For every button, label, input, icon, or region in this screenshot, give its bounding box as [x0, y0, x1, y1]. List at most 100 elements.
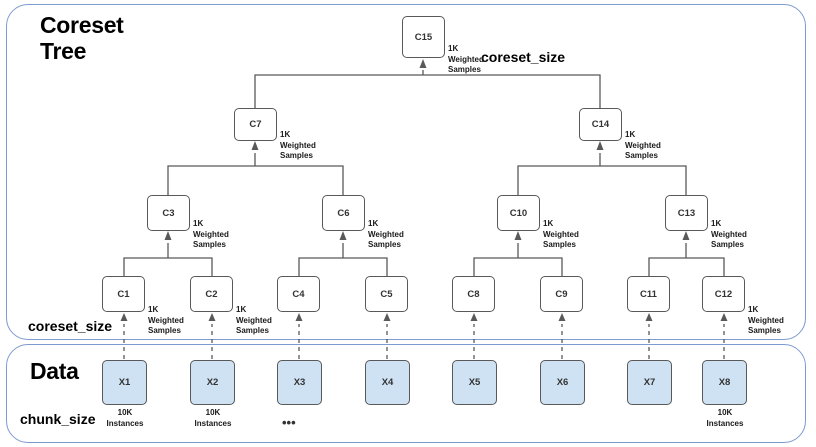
ws-count: 1K [711, 219, 722, 228]
annotation-c15-weighted-samples: 1K Weighted Samples [448, 44, 484, 76]
ws-count: 1K [625, 130, 636, 139]
node-c7-label: C7 [249, 119, 262, 130]
node-c8[interactable]: C8 [452, 276, 495, 312]
chunk-x7-label: X7 [643, 377, 656, 388]
coreset-size-label-top: coreset_size [481, 49, 566, 65]
node-c6[interactable]: C6 [322, 195, 365, 231]
chunk-x6-label: X6 [556, 377, 569, 388]
node-c12-label: C12 [714, 288, 733, 300]
chunk-x3[interactable]: X3 [277, 360, 322, 405]
chunk-x5-label: X5 [468, 377, 481, 388]
node-c11[interactable]: C11 [627, 276, 670, 312]
annotation-c2-weighted-samples: 1K Weighted Samples [236, 305, 272, 337]
node-c15-label: C15 [414, 31, 433, 43]
ws-line1: Weighted [236, 315, 272, 325]
node-c3[interactable]: C3 [147, 195, 190, 231]
ws-line2: Samples [236, 326, 269, 335]
ws-line2: Samples [448, 65, 481, 74]
node-c10-label: C10 [509, 207, 528, 219]
ws-count: 1K [193, 219, 204, 228]
node-c15[interactable]: C15 [402, 16, 445, 58]
ws-line1: Weighted [448, 54, 484, 64]
node-c4[interactable]: C4 [277, 276, 320, 312]
ws-line1: Weighted [368, 229, 404, 239]
node-c10[interactable]: C10 [497, 195, 540, 231]
node-c14[interactable]: C14 [579, 108, 622, 141]
node-c13[interactable]: C13 [665, 195, 708, 231]
chunk-x1-label: X1 [118, 377, 131, 388]
node-c1-label: C1 [117, 288, 130, 300]
node-c1[interactable]: C1 [102, 276, 145, 312]
annotation-c12-weighted-samples: 1K Weighted Samples [748, 305, 784, 337]
ws-line1: Weighted [148, 315, 184, 325]
ws-line1: Weighted [711, 229, 747, 239]
node-c7[interactable]: C7 [234, 108, 277, 141]
chunk-x4-label: X4 [381, 377, 394, 388]
chunk-x3-label: X3 [293, 377, 306, 388]
data-panel-title: Data [30, 358, 79, 384]
ws-line1: Weighted [625, 140, 661, 150]
ws-line1: Weighted [193, 229, 229, 239]
ws-line2: Samples [625, 151, 658, 160]
ws-count: 1K [748, 305, 759, 314]
node-c11-label: C11 [640, 288, 657, 300]
instances-count: 10K [717, 408, 733, 417]
ws-line2: Samples [148, 326, 181, 335]
tree-title-line1: Coreset [40, 12, 124, 38]
node-c8-label: C8 [467, 288, 480, 300]
tree-title-line2: Tree [40, 38, 87, 64]
instances-count: 10K [117, 408, 133, 417]
annotation-c13-weighted-samples: 1K Weighted Samples [711, 219, 747, 251]
chunk-x5[interactable]: X5 [452, 360, 497, 405]
annotation-x8-instances: 10K Instances [696, 408, 754, 429]
ws-count: 1K [448, 44, 459, 53]
annotation-x2-instances: 10K Instances [184, 408, 242, 429]
annotation-c10-weighted-samples: 1K Weighted Samples [543, 219, 579, 251]
node-c9-label: C9 [555, 288, 568, 300]
ellipsis-label: ••• [282, 415, 296, 430]
instances-word: Instances [706, 418, 744, 428]
instances-count: 10K [205, 408, 221, 417]
node-c9[interactable]: C9 [540, 276, 583, 312]
chunk-size-label: chunk_size [20, 411, 96, 427]
chunk-x4[interactable]: X4 [365, 360, 410, 405]
ws-count: 1K [236, 305, 247, 314]
annotation-c7-weighted-samples: 1K Weighted Samples [280, 130, 316, 162]
ws-line1: Weighted [748, 315, 784, 325]
ws-line2: Samples [193, 240, 226, 249]
node-c2-label: C2 [205, 288, 218, 300]
node-c5[interactable]: C5 [365, 276, 408, 312]
chunk-x8[interactable]: X8 [702, 360, 747, 405]
chunk-x2-label: X2 [206, 377, 219, 388]
ws-line1: Weighted [280, 140, 316, 150]
ws-line2: Samples [368, 240, 401, 249]
page-title: Coreset Tree [40, 12, 124, 64]
annotation-c14-weighted-samples: 1K Weighted Samples [625, 130, 661, 162]
node-c4-label: C4 [292, 288, 305, 300]
ws-count: 1K [543, 219, 554, 228]
chunk-x2[interactable]: X2 [190, 360, 235, 405]
node-c6-label: C6 [337, 207, 350, 219]
chunk-x7[interactable]: X7 [627, 360, 672, 405]
ws-line2: Samples [543, 240, 576, 249]
ws-count: 1K [148, 305, 159, 314]
coreset-size-label-left: coreset_size [28, 318, 113, 334]
node-c3-label: C3 [162, 207, 175, 219]
instances-word: Instances [194, 418, 232, 428]
annotation-c6-weighted-samples: 1K Weighted Samples [368, 219, 404, 251]
chunk-x6[interactable]: X6 [540, 360, 585, 405]
node-c2[interactable]: C2 [190, 276, 233, 312]
instances-word: Instances [106, 418, 144, 428]
annotation-c3-weighted-samples: 1K Weighted Samples [193, 219, 229, 251]
node-c13-label: C13 [677, 207, 696, 219]
ws-line2: Samples [748, 326, 781, 335]
annotation-c1-weighted-samples: 1K Weighted Samples [148, 305, 184, 337]
ws-line2: Samples [711, 240, 744, 249]
node-c5-label: C5 [380, 288, 393, 300]
node-c12[interactable]: C12 [702, 276, 745, 312]
ws-line2: Samples [280, 151, 313, 160]
chunk-x1[interactable]: X1 [102, 360, 147, 405]
ws-line1: Weighted [543, 229, 579, 239]
chunk-x8-label: X8 [718, 377, 731, 388]
